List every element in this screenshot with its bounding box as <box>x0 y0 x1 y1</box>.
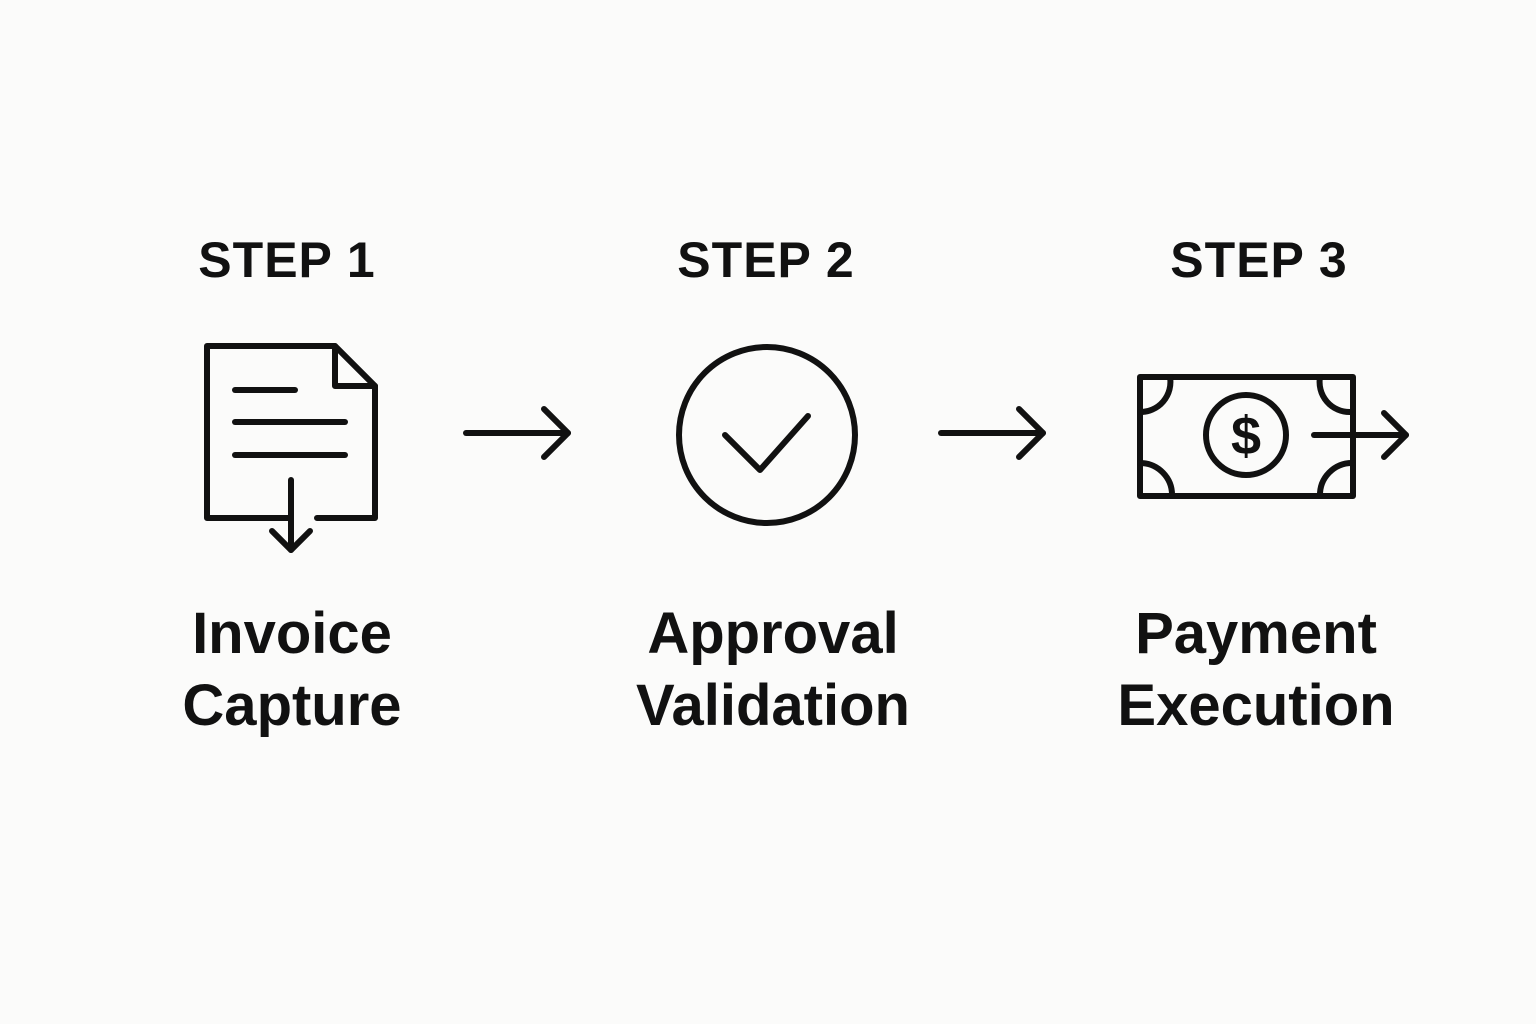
step-1-title-line1: Invoice <box>192 601 392 666</box>
step-3-title: Payment Execution <box>1046 598 1466 742</box>
step-1-label: STEP 1 <box>198 232 376 288</box>
step-3-title-line1: Payment <box>1135 601 1377 666</box>
step-2-title: Approval Validation <box>563 598 983 742</box>
money-transfer-icon: $ <box>1137 374 1409 499</box>
step-2-label: STEP 2 <box>677 232 855 288</box>
check-circle-icon <box>676 344 858 526</box>
dollar-sign-icon: $ <box>1231 406 1261 466</box>
arrow-right-icon <box>463 406 571 460</box>
step-2-title-line2: Validation <box>636 673 910 738</box>
step-1-title: Invoice Capture <box>82 598 502 742</box>
invoice-download-icon <box>204 343 378 553</box>
step-3-title-line2: Execution <box>1117 673 1395 738</box>
step-3-label: STEP 3 <box>1170 232 1348 288</box>
step-1-title-line2: Capture <box>182 673 402 738</box>
arrow-right-icon <box>938 406 1046 460</box>
step-2-title-line1: Approval <box>647 601 899 666</box>
